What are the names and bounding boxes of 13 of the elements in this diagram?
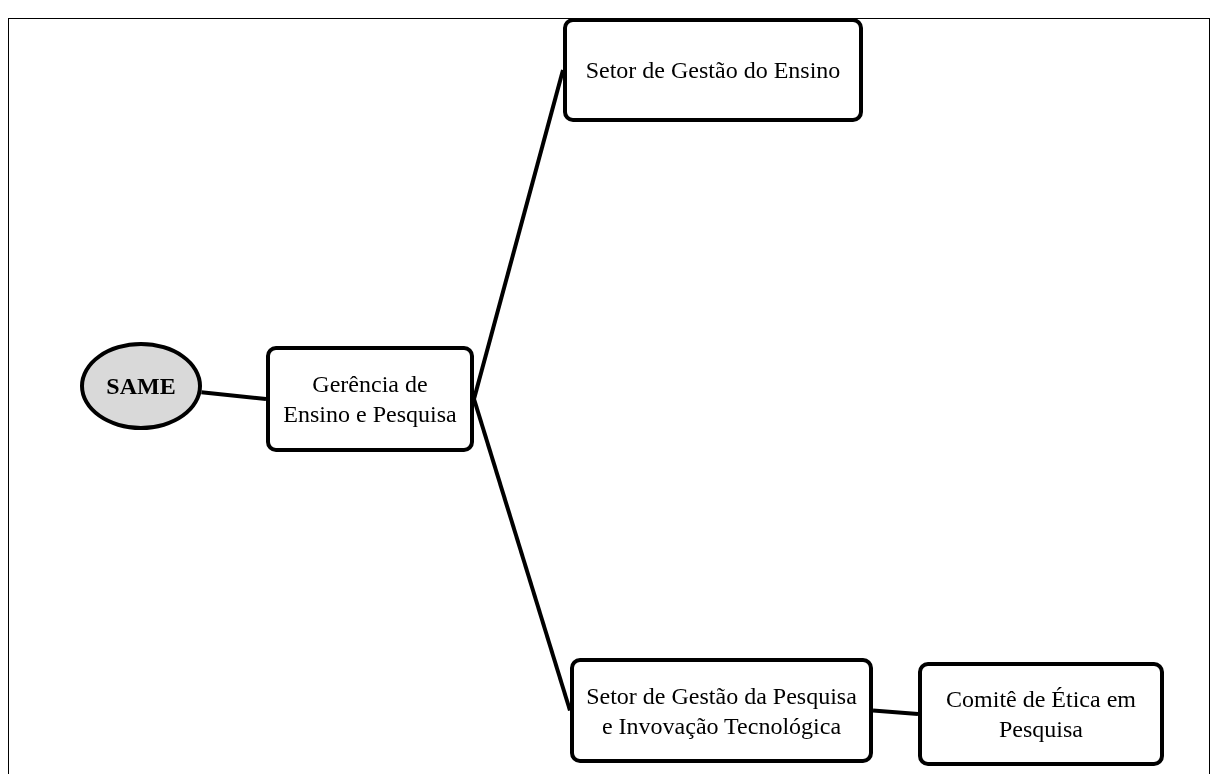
node-label: Gerência de Ensino e Pesquisa bbox=[282, 370, 458, 429]
node-label: SAME bbox=[106, 372, 176, 401]
node-label: Setor de Gestão do Ensino bbox=[585, 56, 841, 85]
connector-line bbox=[472, 398, 572, 712]
connector-line bbox=[201, 390, 267, 401]
connector-line bbox=[472, 69, 565, 400]
node-label: Setor de Gestão da Pesquisa e Invovação Tecnológica bbox=[585, 681, 858, 741]
connector-line bbox=[872, 708, 919, 716]
node-label: Comitê de Ética em Pesquisa bbox=[945, 685, 1137, 744]
process-box bbox=[563, 18, 863, 122]
process-box bbox=[918, 662, 1164, 766]
process-box bbox=[266, 346, 474, 452]
process-box bbox=[570, 658, 873, 763]
